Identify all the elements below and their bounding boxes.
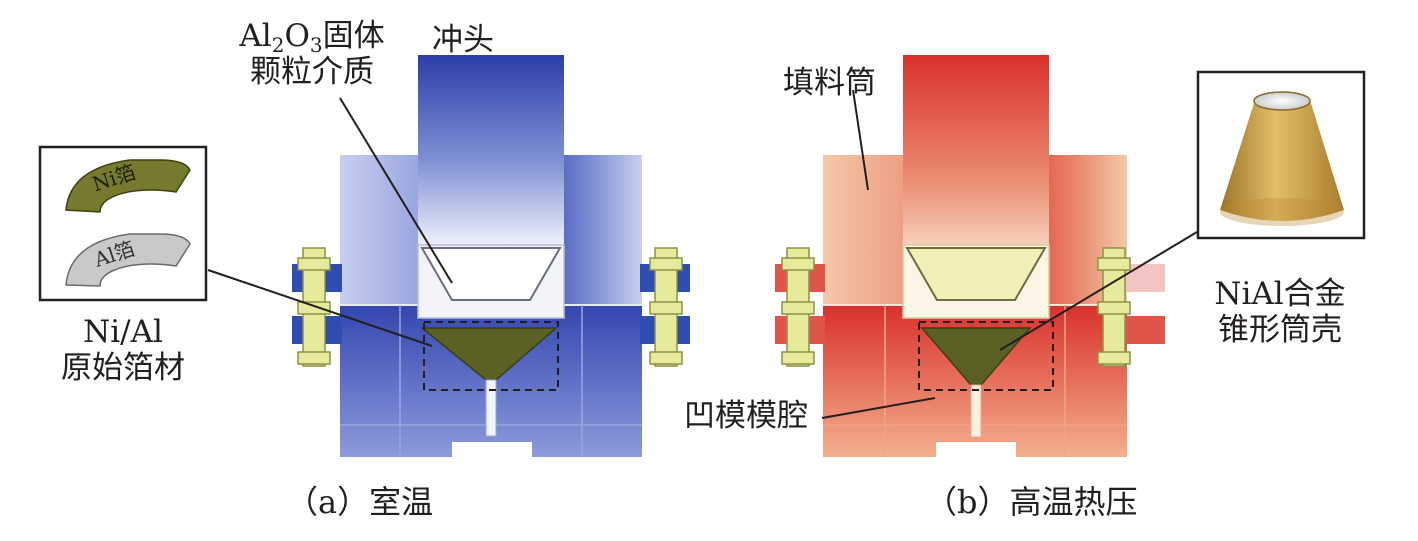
product-cone-shape [1220,100,1344,221]
ni-foil-shape [65,159,191,213]
panel-b-press [775,55,1198,458]
panel-a-dashed-region [423,321,559,391]
panel-b-punch [903,55,1049,277]
media-label-line2: 颗粒介质 [250,54,374,90]
panel-a-press [207,55,690,458]
punch-label: 冲头 [432,22,494,58]
panel-a-punch [418,55,564,245]
media-label: Al2O3固体 颗粒介质 [232,18,392,90]
panel-a-leader-media [339,97,453,284]
panel-b-media-shape [905,247,1047,301]
panel-a-caption: （a）室温 [286,483,434,521]
cavity-label: 凹模模腔 [684,398,808,434]
panel-a-outlet [485,379,497,437]
media-label-line1: Al2O3固体 [239,18,385,57]
panel-b-dashed-region [918,321,1054,391]
panel-b-outlet [970,384,982,438]
panel-b-caption: （b）高温热压 [925,483,1138,521]
panel-a-leader-foil [207,269,433,347]
al-foil-shape [65,233,191,287]
product-inset [1196,70,1366,240]
panel-a-media-shape [420,247,562,301]
product-label-line2: 锥形筒壳 [1218,312,1342,348]
panel-b-leader-cavity [821,397,936,419]
product-label-line1: NiAl合金 [1214,276,1346,312]
product-label: NiAl合金 锥形筒壳 [1200,276,1360,348]
foil-material-label-line1: Ni/Al [83,314,163,350]
panel-b-leader-sleeve [852,89,869,191]
panel-b-leader-product [999,231,1198,351]
panel-b-flange-right-upper [1125,264,1165,292]
foil-material-label: Ni/Al 原始箔材 [40,314,206,386]
panel-b-flange-right-lower [1125,316,1165,344]
foil-inset [38,145,208,302]
foil-material-label-line2: 原始箔材 [61,350,185,386]
sleeve-label: 填料筒 [783,65,876,101]
